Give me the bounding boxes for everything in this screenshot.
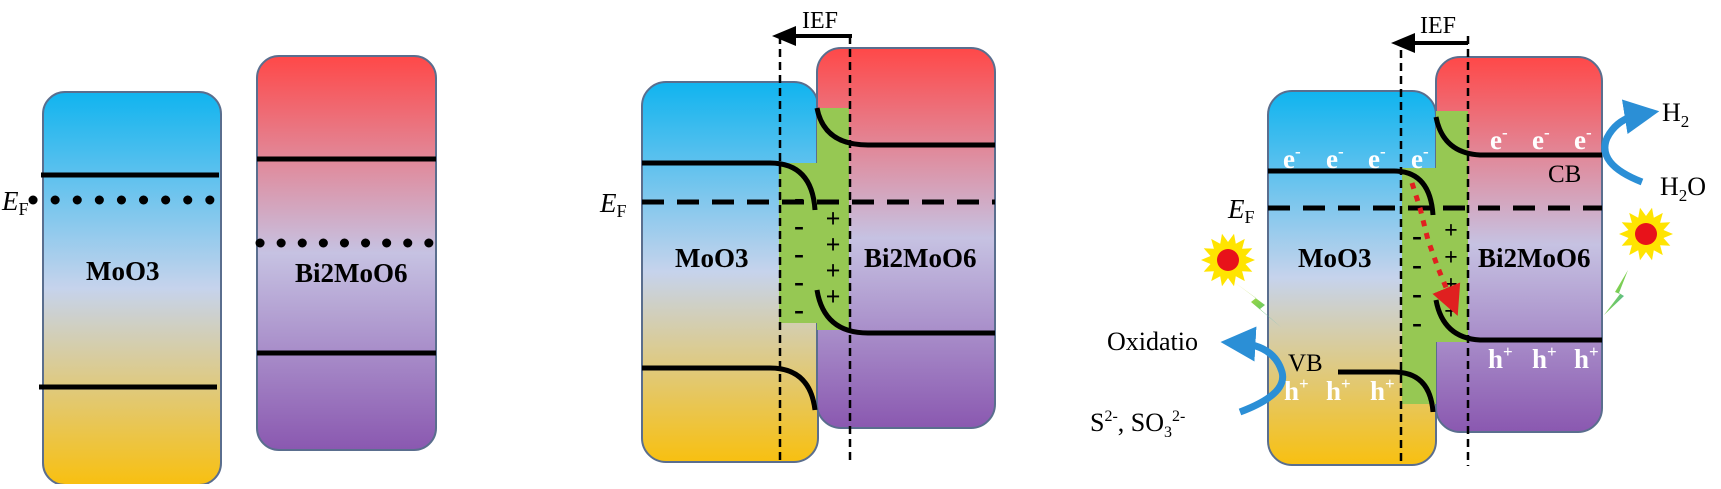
ief-label: IEF (802, 8, 838, 34)
fermi-level-label: EF (1227, 194, 1255, 227)
oxidation-curved-arrow (1220, 326, 1287, 416)
hole: h+ (1574, 342, 1599, 374)
negative-charges: ----- (794, 181, 804, 326)
valence-band-label: VB (1288, 350, 1323, 377)
oxidation-label: Oxidatio (1107, 327, 1198, 356)
moo3-conduction-band-bent (1268, 168, 1436, 216)
sun-icon-left (1201, 233, 1255, 287)
bi2moo6-conduction-band-bent (1433, 116, 1602, 158)
hole: h+ (1284, 374, 1309, 406)
electron: e- (1532, 123, 1550, 155)
bi2moo6-label: Bi2MoO6 (1478, 243, 1591, 273)
electron: e- (1574, 123, 1592, 155)
moo3-valence-band-bent (1338, 369, 1436, 413)
h2o-label: H2O (1660, 172, 1706, 205)
holes-moo3: h+ h+ h+ (1284, 374, 1395, 406)
positive-charge-sign: + (826, 282, 841, 311)
electron: e- (1411, 142, 1429, 174)
negative-charge-sign: - (1412, 306, 1422, 339)
electrons-moo3: e-e-e-e- (1283, 142, 1429, 174)
panel-b-heterojunction-equilibrium: IEF ----- ++++ EF MoO3 Bi2MoO6 (599, 8, 996, 464)
positive-charge-sign: + (1444, 218, 1458, 244)
positive-charge-sign: + (826, 256, 841, 285)
ief-arrow-head (772, 26, 796, 46)
negative-charge-sign: - (794, 265, 804, 298)
moo3-conduction-band-bent (642, 160, 818, 211)
sacrificial-agent-label: S2-, SO32- (1090, 408, 1185, 441)
light-bolt-icon-right (1604, 270, 1628, 315)
depletion-region-bi2moo6-side (817, 108, 849, 330)
hole: h+ (1488, 342, 1513, 374)
electron: e- (1283, 142, 1301, 174)
negative-charges: ---- (1412, 219, 1422, 339)
bi2moo6-block (256, 55, 437, 451)
negative-charge-sign: - (1412, 219, 1422, 252)
hole: h+ (1326, 374, 1351, 406)
negative-charge-sign: - (1412, 277, 1422, 310)
ief-arrow-head (1391, 33, 1415, 53)
moo3-label: MoO3 (675, 243, 749, 273)
bi2moo6-conduction-band-bent (814, 107, 995, 148)
negative-charge-sign: - (794, 237, 804, 270)
light-bolt-icon-left (1234, 282, 1282, 328)
negative-charge-sign: - (1412, 248, 1422, 281)
bi2moo6-valence-band-bent (814, 289, 995, 336)
negative-charge-sign: - (794, 293, 804, 326)
negative-charge-sign: - (794, 209, 804, 242)
panel-a-separate-semiconductors: EF MoO3 Bi2MoO6 (1, 55, 437, 486)
electrons-bi2moo6: e-e-e- (1490, 123, 1592, 155)
sun-icon-right (1619, 207, 1673, 261)
h2-label: H2 (1662, 98, 1689, 131)
moo3-valence-band-bent (642, 365, 818, 411)
reduction-curved-arrow (1601, 99, 1660, 186)
moo3-label: MoO3 (1298, 243, 1372, 273)
positive-charges: ++++ (1444, 218, 1458, 325)
electron: e- (1368, 142, 1386, 174)
conduction-band-label: CB (1548, 161, 1581, 188)
electron: e- (1326, 142, 1344, 174)
holes-bi2moo6: h+ h+ h+ (1488, 342, 1599, 374)
positive-charges: ++++ (826, 204, 841, 311)
positive-charge-sign: + (826, 230, 841, 259)
electron-transfer-path (1409, 182, 1461, 316)
electron: e- (1490, 123, 1508, 155)
hole: h+ (1370, 374, 1395, 406)
panel-c-photocatalytic-mechanism: IEF ---- ++++ e-e-e-e- e-e-e- h+h+h+ h+h… (1090, 13, 1706, 466)
bi2moo6-label: Bi2MoO6 (295, 258, 408, 288)
moo3-label: MoO3 (86, 256, 160, 286)
fermi-level-label: EF (599, 188, 627, 221)
bi2moo6-label: Bi2MoO6 (864, 243, 977, 273)
hole: h+ (1532, 342, 1557, 374)
positive-charge-sign: + (826, 204, 841, 233)
moo3-block (42, 91, 222, 486)
positive-charge-sign: + (1444, 245, 1458, 271)
positive-charge-sign: + (1444, 299, 1458, 325)
fermi-level-label: EF (1, 186, 29, 219)
ief-label: IEF (1420, 13, 1456, 39)
negative-charge-sign: - (794, 181, 804, 214)
